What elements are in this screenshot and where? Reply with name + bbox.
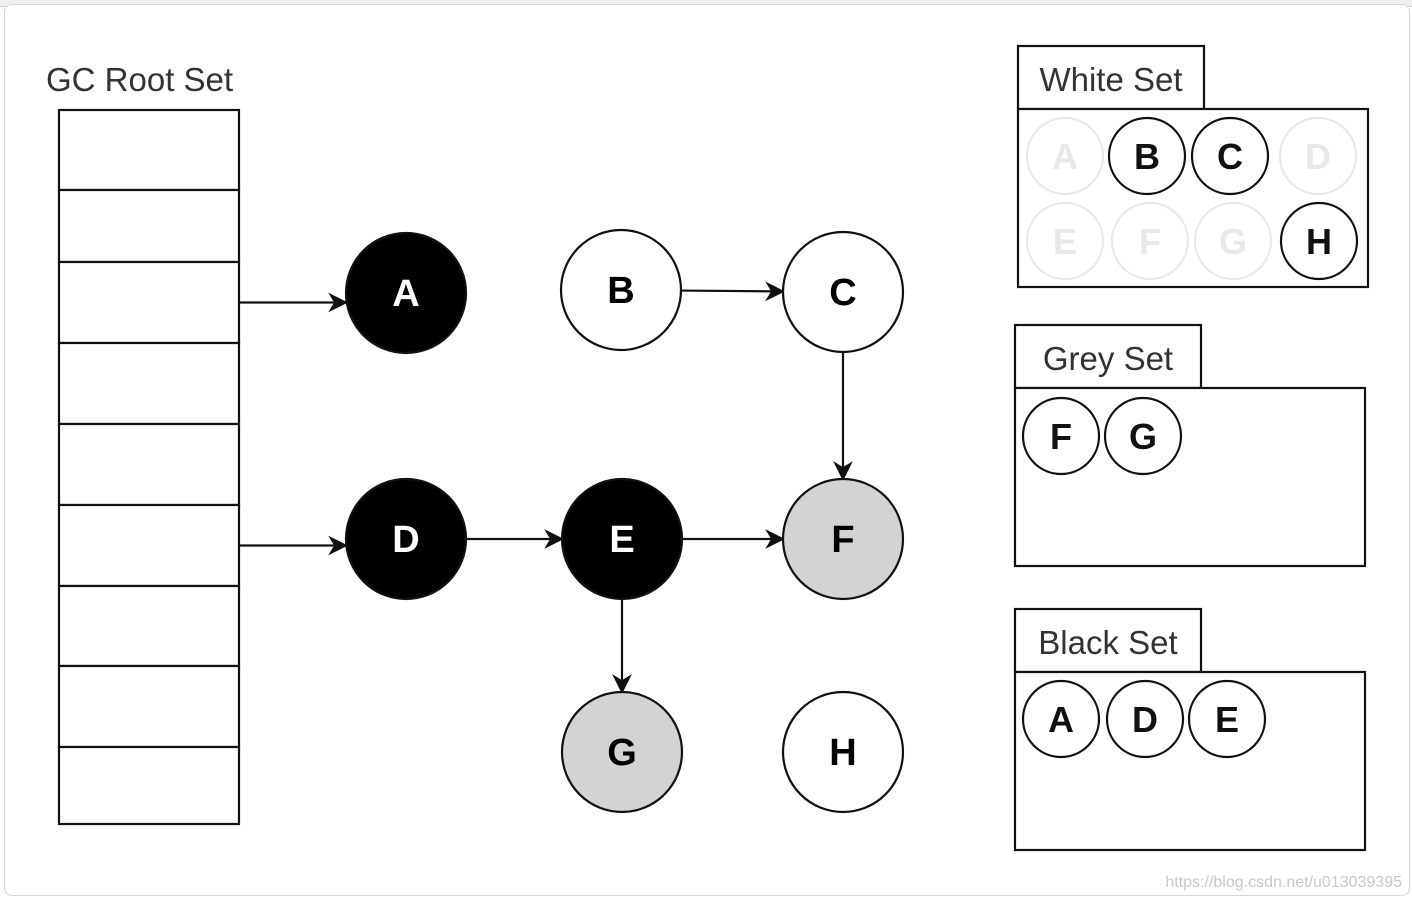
- white-set-item-E: E: [1025, 201, 1105, 281]
- node-label: D: [392, 519, 419, 561]
- set-item-circle: [1025, 201, 1105, 281]
- set-item-circle: [1278, 116, 1358, 196]
- set-item-label: E: [1215, 699, 1239, 740]
- set-item-circle: [1107, 116, 1187, 196]
- root-slot-5: [57, 422, 241, 507]
- set-item-circle: [1193, 201, 1273, 281]
- node-E: E: [560, 477, 684, 601]
- set-item-circle: [1187, 679, 1267, 759]
- node-A: A: [344, 231, 468, 355]
- node-G: G: [560, 690, 684, 814]
- set-item-circle: [1021, 396, 1101, 476]
- node-circle: [559, 228, 683, 352]
- set-item-label: E: [1053, 221, 1077, 262]
- white-set-item-D: D: [1278, 116, 1358, 196]
- node-B: B: [559, 228, 683, 352]
- node-label: H: [829, 732, 856, 774]
- node-label: G: [607, 732, 637, 774]
- root-slot-3: [57, 260, 241, 345]
- white-set-item-B: B: [1107, 116, 1187, 196]
- edge-B-to-C: [680, 281, 785, 302]
- black-set-tab: [1013, 607, 1203, 674]
- set-item-circle: [1110, 201, 1190, 281]
- set-item-label: F: [1139, 221, 1161, 262]
- gc-root-set-title: GC Root Set: [46, 61, 233, 98]
- white-set-item-A: A: [1025, 116, 1105, 196]
- node-circle: [560, 477, 684, 601]
- grey-set-tab: [1013, 323, 1203, 390]
- node-circle: [560, 690, 684, 814]
- object-nodes: A B C D E F G H: [344, 228, 905, 814]
- set-item-label: C: [1217, 136, 1243, 177]
- reference-edges: [239, 281, 853, 694]
- set-item-label: A: [1048, 699, 1074, 740]
- node-label: C: [829, 272, 856, 314]
- root-slot-9: [57, 745, 241, 826]
- white-set-item-H: H: [1279, 201, 1359, 281]
- node-label: F: [831, 519, 854, 561]
- set-item-label: D: [1305, 136, 1331, 177]
- node-C: C: [781, 230, 905, 354]
- node-F: F: [781, 477, 905, 601]
- set-item-label: G: [1129, 416, 1157, 457]
- grey-set-title: Grey Set: [1043, 340, 1173, 377]
- set-item-label: A: [1052, 136, 1078, 177]
- white-set-item-G: G: [1193, 201, 1273, 281]
- root-slot-4: [57, 341, 241, 426]
- white-set-tab: [1016, 44, 1206, 111]
- grey-set-item-G: G: [1103, 396, 1183, 476]
- node-D: D: [344, 477, 468, 601]
- root-slot-6: [57, 503, 241, 588]
- grey-set-item-F: F: [1021, 396, 1101, 476]
- black-set-item-E: E: [1187, 679, 1267, 759]
- node-label: B: [607, 270, 634, 312]
- black-set-item-D: D: [1105, 679, 1185, 759]
- set-item-circle: [1021, 679, 1101, 759]
- white-set-item-F: F: [1110, 201, 1190, 281]
- black-set-item-A: A: [1021, 679, 1101, 759]
- black-set-title: Black Set: [1038, 624, 1177, 661]
- root-slot-2: [57, 188, 241, 264]
- root-slot-1: [57, 108, 241, 192]
- set-item-circle: [1103, 396, 1183, 476]
- node-circle: [781, 230, 905, 354]
- root-slot-8: [57, 664, 241, 749]
- node-circle: [344, 477, 468, 601]
- node-H: H: [781, 690, 905, 814]
- node-circle: [781, 477, 905, 601]
- set-item-circle: [1025, 116, 1105, 196]
- set-item-label: B: [1134, 136, 1160, 177]
- node-circle: [344, 231, 468, 355]
- node-circle: [781, 690, 905, 814]
- set-item-label: D: [1132, 699, 1158, 740]
- node-label: E: [609, 519, 634, 561]
- watermark: https://blog.csdn.net/u013039395: [1165, 874, 1402, 891]
- white-set-title: White Set: [1039, 61, 1182, 98]
- set-item-label: F: [1050, 416, 1072, 457]
- set-item-label: H: [1306, 221, 1332, 262]
- node-label: A: [392, 273, 419, 315]
- white-set-item-C: C: [1190, 116, 1270, 196]
- gc-root-set: [57, 108, 241, 826]
- set-item-label: G: [1219, 221, 1247, 262]
- set-item-circle: [1105, 679, 1185, 759]
- root-slot-7: [57, 584, 241, 668]
- set-item-circle: [1279, 201, 1359, 281]
- set-item-circle: [1190, 116, 1270, 196]
